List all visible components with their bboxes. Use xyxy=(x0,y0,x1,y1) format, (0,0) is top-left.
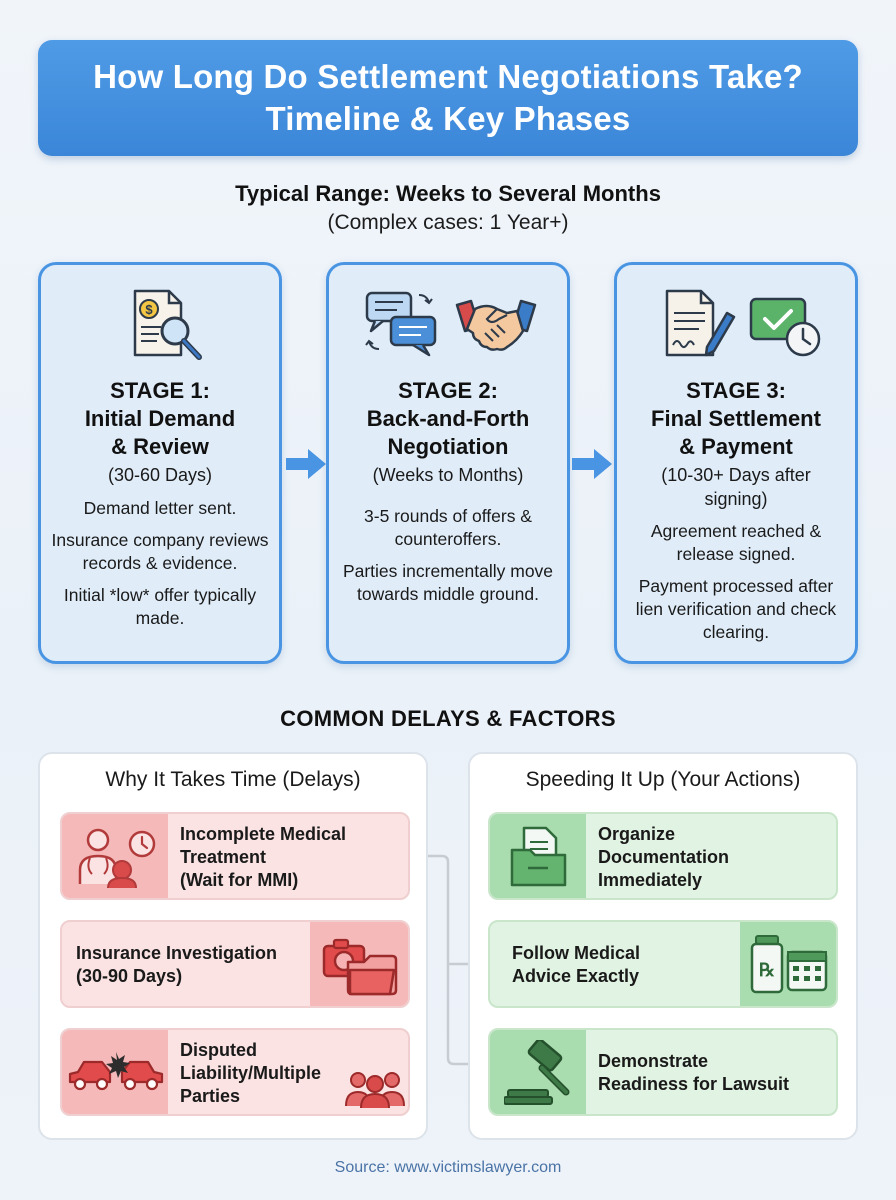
delay-item-insurance-investigation: Insurance Investigation (30-90 Days) xyxy=(60,920,410,1008)
actions-panel-title: Speeding It Up (Your Actions) xyxy=(525,768,801,791)
car-crash-icon xyxy=(68,1052,164,1091)
camera-folder-icon xyxy=(322,938,398,996)
arrow-right-icon xyxy=(572,449,612,479)
actions-panel: Speeding It Up (Your Actions) Organize D… xyxy=(468,752,858,1140)
chat-bubbles-icon xyxy=(365,291,437,357)
delay-item-2-line-1: Insurance Investigation xyxy=(76,943,278,963)
stage-1-heading-3: & Review xyxy=(111,434,209,459)
stage-1-card: $ STAGE 1: Initial Demand & Review (30-6… xyxy=(38,262,282,664)
delay-item-medical-treatment: Incomplete Medical Treatment (Wait for M… xyxy=(60,812,410,900)
stage-1-point-1: Demand letter sent. xyxy=(83,498,237,518)
arrow-right-icon xyxy=(286,449,326,479)
stage-3-heading-1: STAGE 3: xyxy=(686,378,786,403)
action-item-2-line-2: Advice Exactly xyxy=(512,966,640,986)
signed-document-icon xyxy=(665,289,736,357)
handshake-icon xyxy=(455,299,537,351)
stage-1-heading-1: STAGE 1: xyxy=(110,378,210,403)
stage-2-heading-2: Back-and-Forth xyxy=(366,406,530,431)
title-banner: How Long Do Settlement Negotiations Take… xyxy=(38,40,858,156)
typical-range-sub: (Complex cases: 1 Year+) xyxy=(327,211,569,234)
delay-item-2-line-2: (30-90 Days) xyxy=(76,966,183,986)
prescription-calendar-icon: ℞ xyxy=(750,935,828,994)
stage-3-point-1: Agreement reached & release signed. xyxy=(650,521,822,564)
stage-1-point-3: Initial *low* offer typically made. xyxy=(63,585,257,628)
action-item-demonstrate-readiness: Demonstrate Readiness for Lawsuit xyxy=(488,1028,838,1116)
stage-3-duration-line-1: (10-30+ Days after xyxy=(661,465,811,485)
stage-2-duration: (Weeks to Months) xyxy=(372,465,524,485)
action-item-3-line-2: Readiness for Lawsuit xyxy=(598,1074,790,1094)
action-item-2-line-1: Follow Medical xyxy=(512,943,641,963)
delays-panel-title: Why It Takes Time (Delays) xyxy=(105,768,361,791)
gavel-icon xyxy=(504,1040,570,1105)
delay-item-3-line-1: Disputed xyxy=(180,1040,258,1060)
action-item-3-line-1: Demonstrate xyxy=(598,1051,709,1071)
file-folder-icon xyxy=(510,826,567,887)
stage-1-point-2: Insurance company reviews records & evid… xyxy=(51,530,269,573)
stage-3-point-2: Payment processed after lien verificatio… xyxy=(635,576,837,642)
action-item-1-line-3: Immediately xyxy=(598,870,703,890)
people-group-icon xyxy=(345,1072,405,1108)
action-item-follow-medical-advice: Follow Medical Advice Exactly ℞ xyxy=(488,920,838,1008)
stage-2-point-2: Parties incrementally move towards middl… xyxy=(342,561,554,604)
typical-range: Typical Range: Weeks to Several Months (… xyxy=(0,180,896,238)
delay-item-1-line-3: (Wait for MMI) xyxy=(180,870,299,890)
stage-1-heading-2: Initial Demand xyxy=(84,406,236,431)
action-item-organize-documentation: Organize Documentation Immediately xyxy=(488,812,838,900)
stage-2-point-1: 3-5 rounds of offers & counteroffers. xyxy=(364,506,532,549)
action-item-1-line-1: Organize xyxy=(598,824,676,844)
stage-3-heading-3: & Payment xyxy=(679,434,793,459)
page-title-line-1: How Long Do Settlement Negotiations Take… xyxy=(93,58,803,95)
delays-panel: Why It Takes Time (Delays) Incomplete Me… xyxy=(38,752,428,1140)
stage-1-duration: (30-60 Days) xyxy=(107,465,213,485)
delay-item-3-line-3: Parties xyxy=(180,1086,241,1106)
delay-item-disputed-liability: Disputed Liability/Multiple Parties xyxy=(60,1028,410,1116)
stage-3-card: STAGE 3: Final Settlement & Payment (10-… xyxy=(614,262,858,664)
doctor-patient-clock-icon xyxy=(78,828,156,888)
stage-2-heading-1: STAGE 2: xyxy=(398,378,498,403)
check-clock-icon xyxy=(749,297,821,357)
stage-2-card: STAGE 2: Back-and-Forth Negotiation (Wee… xyxy=(326,262,570,664)
svg-text:℞: ℞ xyxy=(759,960,775,980)
page-title-line-2: Timeline & Key Phases xyxy=(265,100,631,137)
action-item-1-line-2: Documentation xyxy=(598,847,730,867)
typical-range-main: Typical Range: Weeks to Several Months xyxy=(235,181,661,206)
delay-item-3-line-2: Liability/Multiple xyxy=(180,1063,322,1083)
svg-text:$: $ xyxy=(145,302,153,317)
source-link[interactable]: Source: www.victimslawyer.com xyxy=(334,1159,562,1176)
stage-2-heading-3: Negotiation xyxy=(387,434,509,459)
delay-item-1-line-1: Incomplete Medical xyxy=(180,824,347,844)
stage-3-duration-line-2: signing) xyxy=(704,489,768,509)
invoice-magnifier-icon: $ xyxy=(133,289,202,360)
stage-3-heading-2: Final Settlement xyxy=(651,406,821,431)
delay-item-1-line-2: Treatment xyxy=(180,847,267,867)
delays-section-title: COMMON DELAYS & FACTORS xyxy=(280,706,616,731)
